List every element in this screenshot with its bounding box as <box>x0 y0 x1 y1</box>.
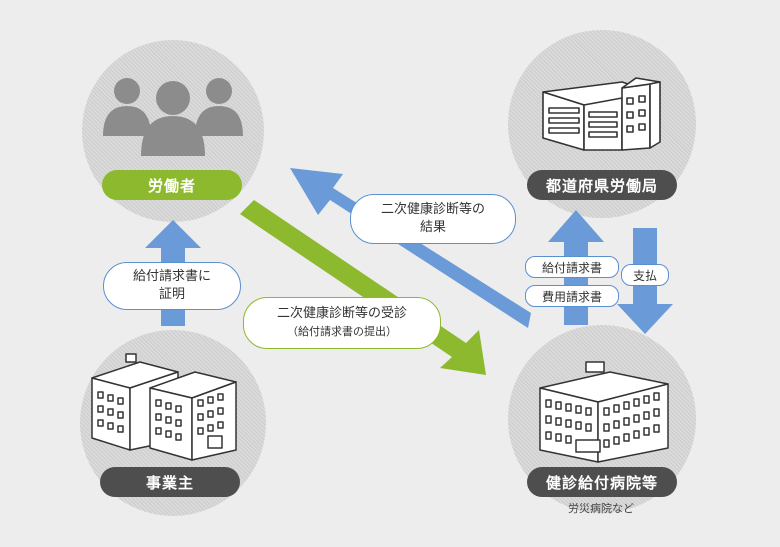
certify-line2: 証明 <box>158 287 185 302</box>
result-arrow <box>290 168 531 328</box>
office-building-icon <box>542 77 661 151</box>
exam-line1: 二次健康診断等の受診 <box>276 306 407 321</box>
company-buildings-icon <box>91 353 237 461</box>
worker-label: 労働者 <box>102 170 242 200</box>
benefit-claim-tag: 給付請求書 <box>525 256 619 278</box>
people-icon <box>103 78 243 156</box>
prefectural-bureau-label: 都道府県労働局 <box>527 170 677 200</box>
certify-bubble: 給付請求書に 証明 <box>103 262 241 310</box>
certify-line1: 給付請求書に <box>132 269 211 284</box>
hospital-note: 労災病院など <box>568 502 634 515</box>
result-line2: 結果 <box>419 220 446 235</box>
claim-arrow <box>548 210 604 325</box>
result-bubble: 二次健康診断等の 結果 <box>350 194 516 244</box>
employer-label: 事業主 <box>100 467 240 497</box>
hospital-label: 健診給付病院等 <box>527 467 677 497</box>
payment-tag: 支払 <box>621 264 669 286</box>
exam-line2: （給付請求書の提出） <box>287 325 397 338</box>
exam-bubble: 二次健康診断等の受診 （給付請求書の提出） <box>243 297 441 349</box>
result-line1: 二次健康診断等の <box>380 202 485 217</box>
hospital-building-icon <box>539 361 669 463</box>
cost-claim-tag: 費用請求書 <box>525 285 619 307</box>
